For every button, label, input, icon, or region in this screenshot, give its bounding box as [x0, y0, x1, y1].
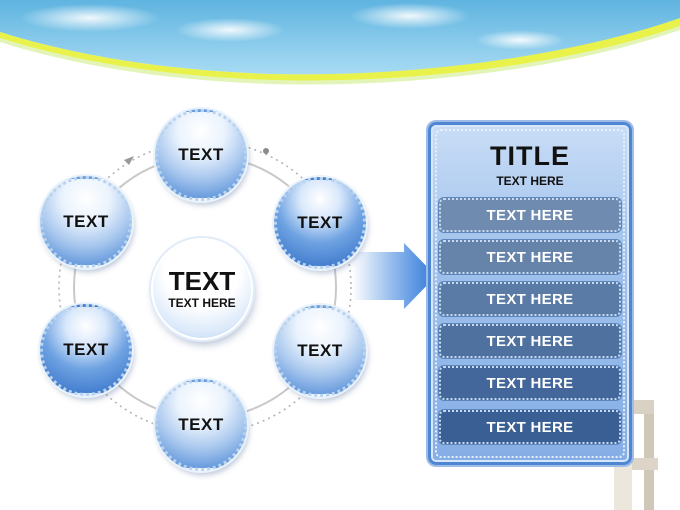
panel-title: TITLE [490, 141, 570, 171]
node-label: TEXT [63, 340, 109, 359]
cycle-node-lower-left: TEXT [40, 304, 132, 396]
cycle-arrowhead-icon [124, 156, 134, 165]
panel-item: TEXT HERE [439, 324, 621, 358]
sky-header-band [0, 0, 680, 90]
node-label: TEXT [297, 341, 343, 360]
cycle-node-top: TEXT [155, 109, 247, 201]
panel-item: TEXT HERE [439, 410, 621, 444]
cycle-node-bottom: TEXT [155, 379, 247, 471]
title-panel: TITLE TEXT HERE TEXT HERE TEXT HERE TEXT… [428, 122, 632, 465]
panel-item: TEXT HERE [439, 240, 621, 274]
node-label: TEXT [178, 415, 224, 434]
panel-item: TEXT HERE [439, 198, 621, 232]
node-label: TEXT [297, 213, 343, 232]
panel-item: TEXT HERE [439, 366, 621, 400]
center-title: TEXT [168, 266, 236, 296]
node-label: TEXT [178, 145, 224, 164]
cycle-dot-icon [263, 148, 269, 154]
cycle-center: TEXT TEXT HERE [151, 238, 253, 340]
arrow-right-icon [352, 243, 436, 309]
cycle-node-upper-left: TEXT [40, 176, 132, 268]
cycle-node-lower-right: TEXT [274, 305, 366, 397]
panel-item: TEXT HERE [439, 282, 621, 316]
node-label: TEXT [63, 212, 109, 231]
cycle-node-upper-right: TEXT [274, 177, 366, 269]
panel-subtitle: TEXT HERE [496, 174, 564, 188]
center-subtitle: TEXT HERE [168, 296, 236, 310]
